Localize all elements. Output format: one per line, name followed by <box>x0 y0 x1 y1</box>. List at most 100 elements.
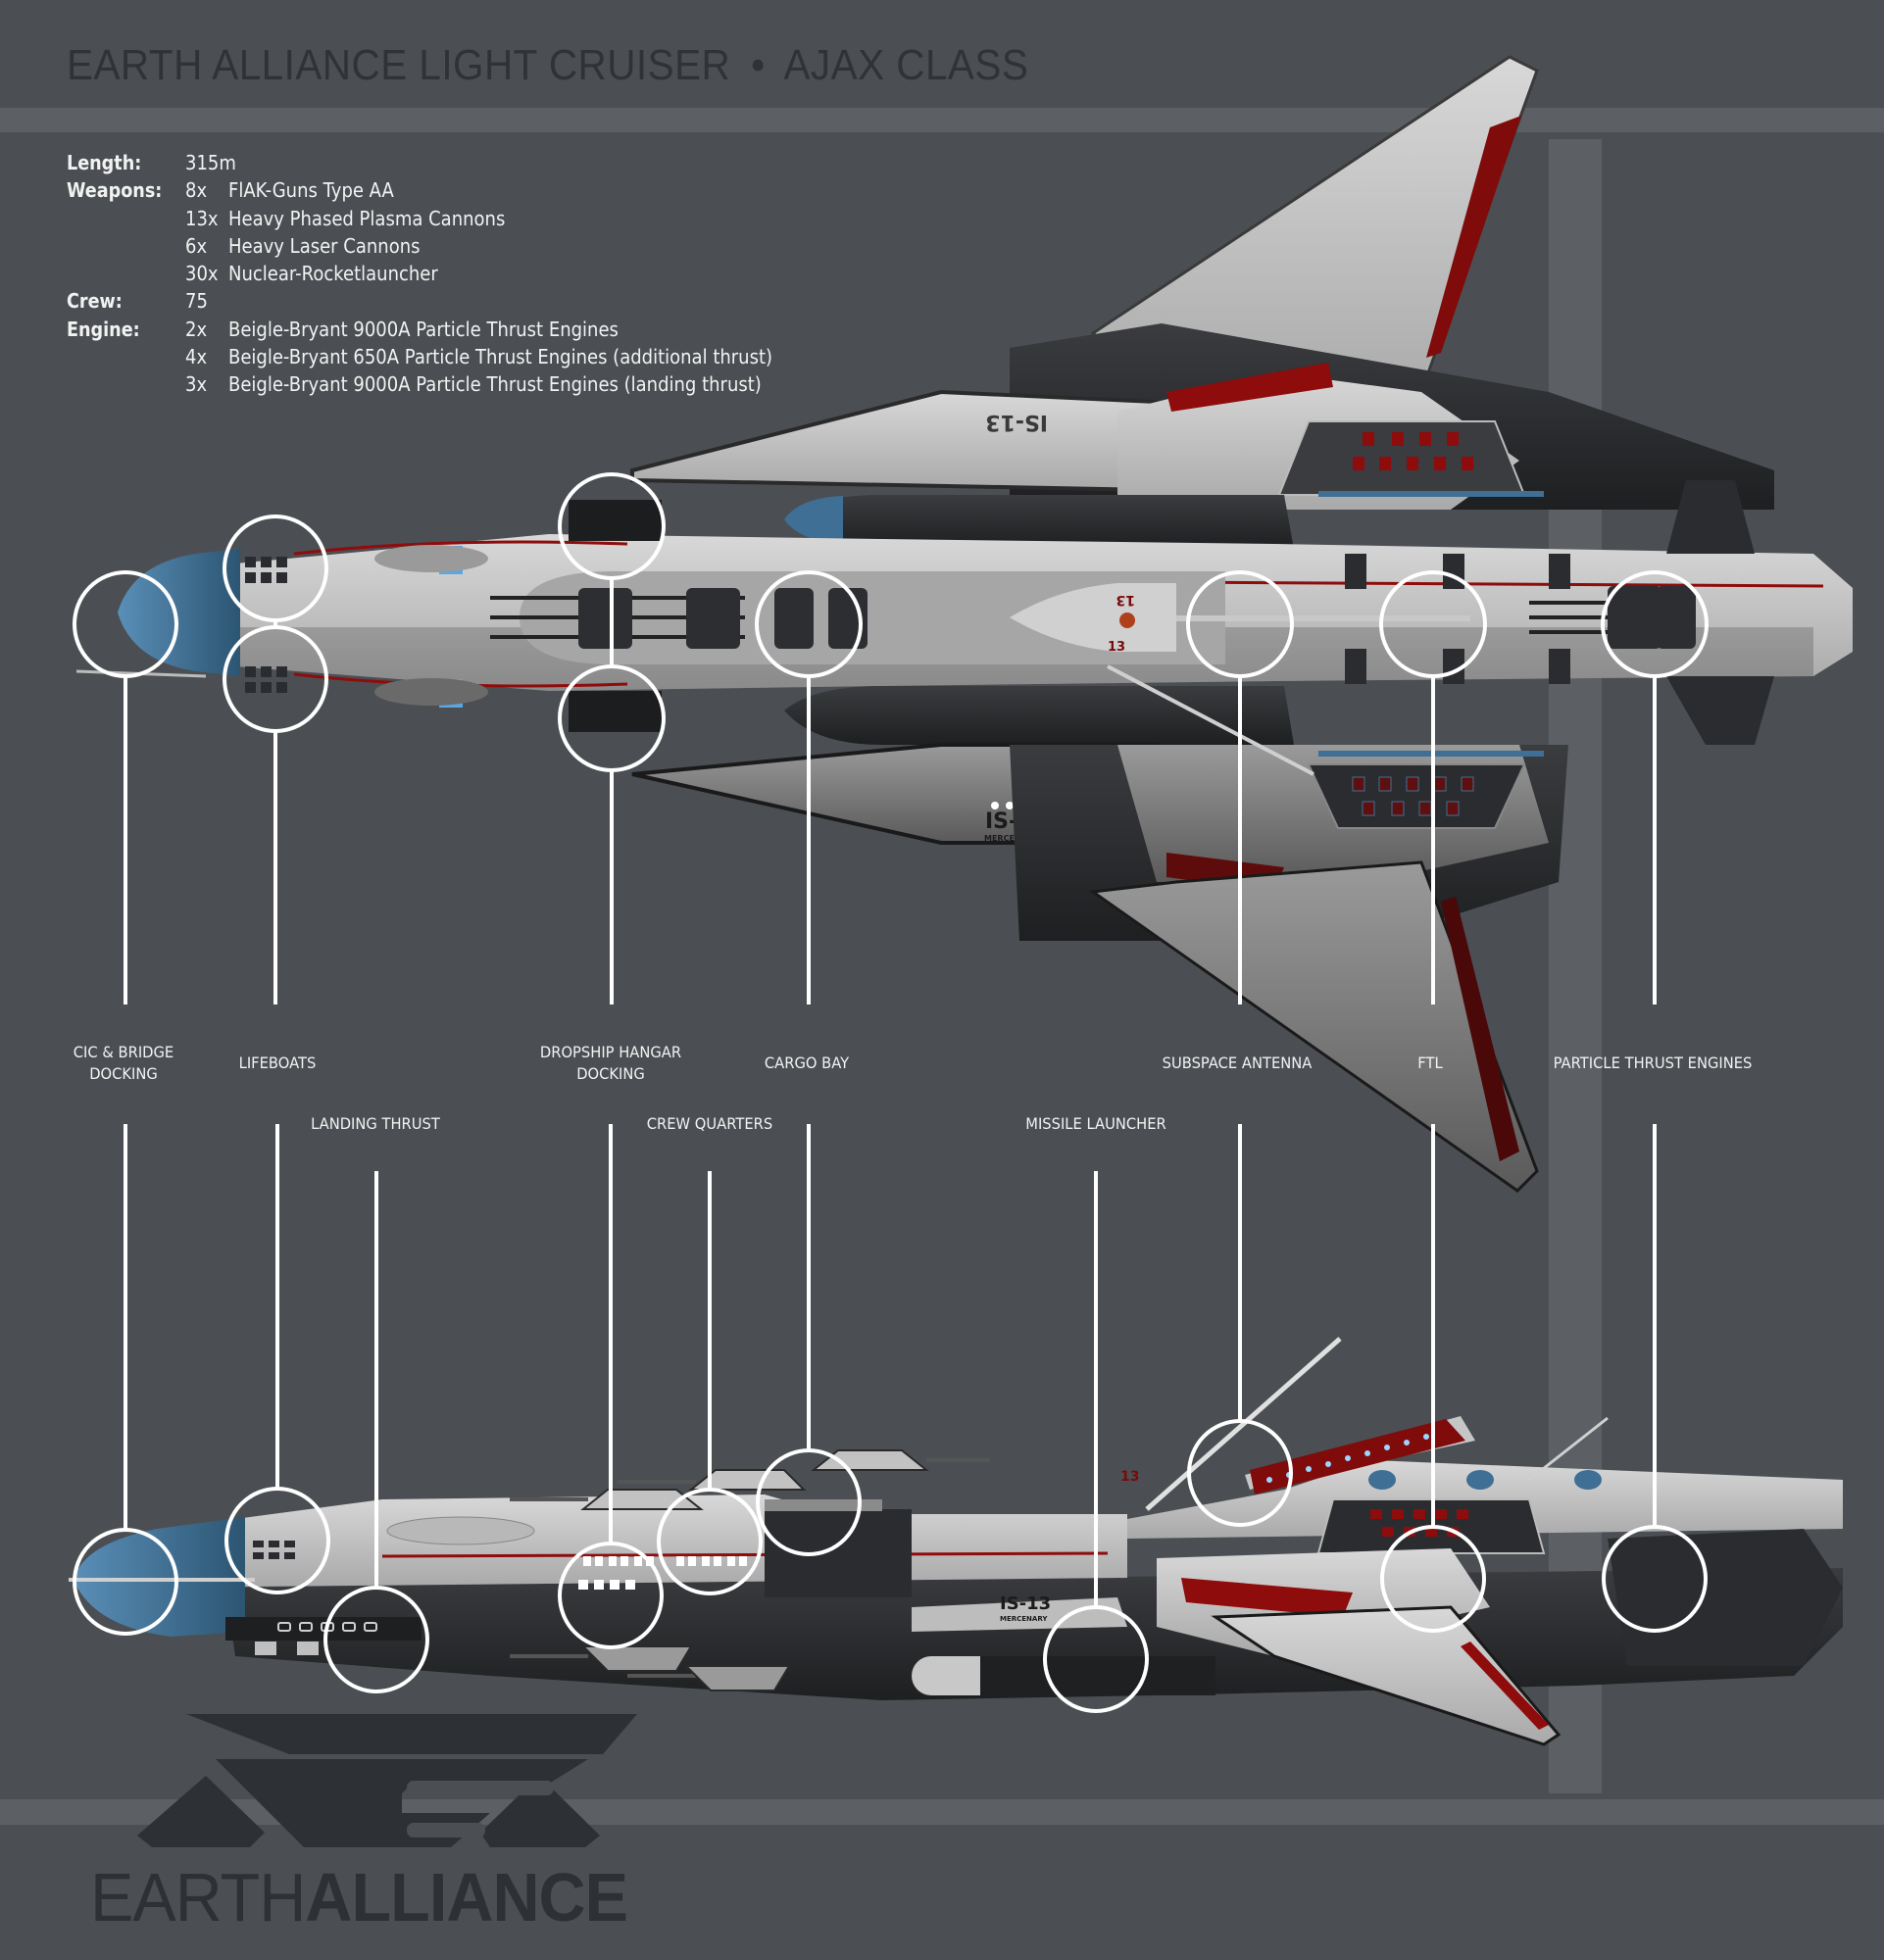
spec-value: Beigle-Bryant 9000A Particle Thrust Engi… <box>228 317 619 341</box>
spec-value: Nuclear-Rocketlauncher <box>228 262 438 286</box>
spec-value: Heavy Phased Plasma Cannons <box>228 206 506 230</box>
hull-emblem <box>1119 612 1135 628</box>
label-missile-launcher: MISSILE LAUNCHER <box>1025 1114 1166 1133</box>
side-lower-fin <box>1211 1605 1562 1746</box>
ship-top-view: 13 13 IS-13 MERCENARY IS-13 <box>75 55 1853 1193</box>
label-ftl: FTL <box>1417 1054 1443 1072</box>
lower-engine-pod <box>784 686 1294 745</box>
side-aft-engine <box>1608 1529 1843 1666</box>
label-crew-quarters: CREW QUARTERS <box>646 1114 773 1133</box>
side-turret-barrels <box>510 1458 990 1678</box>
turret-blocks <box>578 586 1696 649</box>
spec-row: 3x Beigle-Bryant 9000A Particle Thrust En… <box>67 370 833 398</box>
emblem-slot-1 <box>407 1781 554 1795</box>
side-red-wedge <box>1181 1578 1353 1617</box>
spec-qty: 2x <box>185 317 208 341</box>
wordmark-earth: EARTH <box>90 1859 306 1936</box>
top-dome-front <box>374 545 488 572</box>
spec-qty: 3x <box>185 372 208 397</box>
upper-blue-stripe <box>1318 491 1544 497</box>
side-circle-ftl <box>1380 1525 1486 1633</box>
spec-value: Heavy Laser Cannons <box>228 233 421 258</box>
registry-upper: IS-13 <box>985 410 1048 434</box>
lower-armor-block <box>1307 763 1526 829</box>
side-dome <box>386 1516 535 1545</box>
label-lifeboats: LIFEBOATS <box>238 1054 317 1072</box>
side-designation: MERCENARY <box>1000 1615 1048 1623</box>
spec-qty: 6x <box>185 233 208 258</box>
side-circle-antenna <box>1187 1419 1293 1527</box>
spec-label: Crew: <box>67 289 123 314</box>
ship-side-view: IS-13 MERCENARY 13 <box>69 1337 1843 1746</box>
wordmark-alliance: ALLIANCE <box>305 1859 628 1936</box>
callouts <box>73 472 1709 1713</box>
antenna-strut <box>1107 664 1314 776</box>
dropship-bottom <box>569 691 662 732</box>
dropship-top <box>569 500 662 541</box>
label-landing-thrust: LANDING THRUST <box>311 1114 440 1133</box>
spec-value: FlAK-Guns Type AA <box>228 178 394 203</box>
side-circle-engines <box>1602 1525 1708 1633</box>
lower-fin <box>1088 860 1539 1193</box>
upper-vents <box>1353 432 1473 470</box>
crew-windows <box>578 1556 747 1590</box>
upper-wing <box>630 389 1159 493</box>
hull-red-trim-aft <box>1156 580 1824 588</box>
label-subspace-antenna: SUBSPACE ANTENNA <box>1162 1054 1313 1072</box>
spec-value: 315m <box>185 151 236 174</box>
side-antenna-main <box>1145 1337 1342 1511</box>
belly-bay <box>225 1617 421 1641</box>
upper-fin-stripe <box>1426 116 1521 358</box>
label-particle-thrust-engines: PARTICLE THRUST ENGINES <box>1553 1054 1753 1072</box>
side-flak-domes <box>1368 1470 1602 1490</box>
label-cargo-bay: CARGO BAY <box>764 1054 850 1072</box>
earth-alliance-wordmark: EARTHALLIANCE <box>90 1858 628 1936</box>
side-nose <box>74 1517 245 1637</box>
spec-label: Length: <box>67 151 142 174</box>
side-circle-lifeboats <box>224 1487 330 1594</box>
side-red-stripe <box>381 1551 1109 1558</box>
landing-thrusters <box>255 1642 319 1655</box>
midship-block <box>765 1509 912 1597</box>
bottom-dome-front <box>374 678 488 706</box>
belly-hatches <box>277 1622 377 1632</box>
side-turrets-bottom <box>580 1645 791 1691</box>
side-wing-panel <box>912 1597 1127 1632</box>
upper-pod-nose <box>784 496 843 544</box>
aft-dark-wedge-bottom <box>1666 676 1774 745</box>
designation-lower: MERCENARY <box>984 834 1039 843</box>
side-missile-pod <box>1250 1419 1465 1494</box>
hull-number-bottom: 13 <box>1108 640 1125 655</box>
side-lower-fin-stripe <box>1461 1642 1549 1730</box>
title-class: AJAX CLASS <box>783 41 1029 89</box>
midship-hangar-panel <box>765 1499 882 1511</box>
title-main: EARTH ALLIANCE LIGHT CRUISER <box>67 41 731 89</box>
hull-number-top: 13 <box>1116 592 1135 608</box>
earth-alliance-emblem <box>137 1714 637 1847</box>
spec-row: Length: 315m <box>67 149 833 176</box>
spec-value: Beigle-Bryant 650A Particle Thrust Engin… <box>228 345 773 369</box>
side-circle-landing <box>323 1586 429 1693</box>
missile-ports <box>1266 1434 1429 1483</box>
emblem-right-arrow <box>480 1776 600 1847</box>
emblem-left-arrow <box>137 1776 265 1847</box>
emblem-slot-2 <box>407 1823 485 1838</box>
upper-red-panel <box>1166 363 1333 412</box>
lower-fin-stripe <box>1441 897 1519 1161</box>
page-title: EARTH ALLIANCE LIGHT CRUISER • AJAX CLAS… <box>67 41 1028 90</box>
spec-value: Beigle-Bryant 9000A Particle Thrust Engi… <box>228 372 762 397</box>
title-separator: • <box>751 41 766 89</box>
spec-row: 13x Heavy Phased Plasma Cannons <box>67 205 833 232</box>
aft-dark-wedge-top <box>1666 480 1755 554</box>
spec-label: Engine: <box>67 317 140 341</box>
spec-qty: 13x <box>185 206 219 230</box>
lifeboat-hatches <box>245 557 287 693</box>
spec-row: Engine: 2x Beigle-Bryant 9000A Particle Th… <box>67 316 833 343</box>
spec-row: Crew:75 <box>67 287 833 315</box>
spec-qty: 8x <box>185 178 208 203</box>
